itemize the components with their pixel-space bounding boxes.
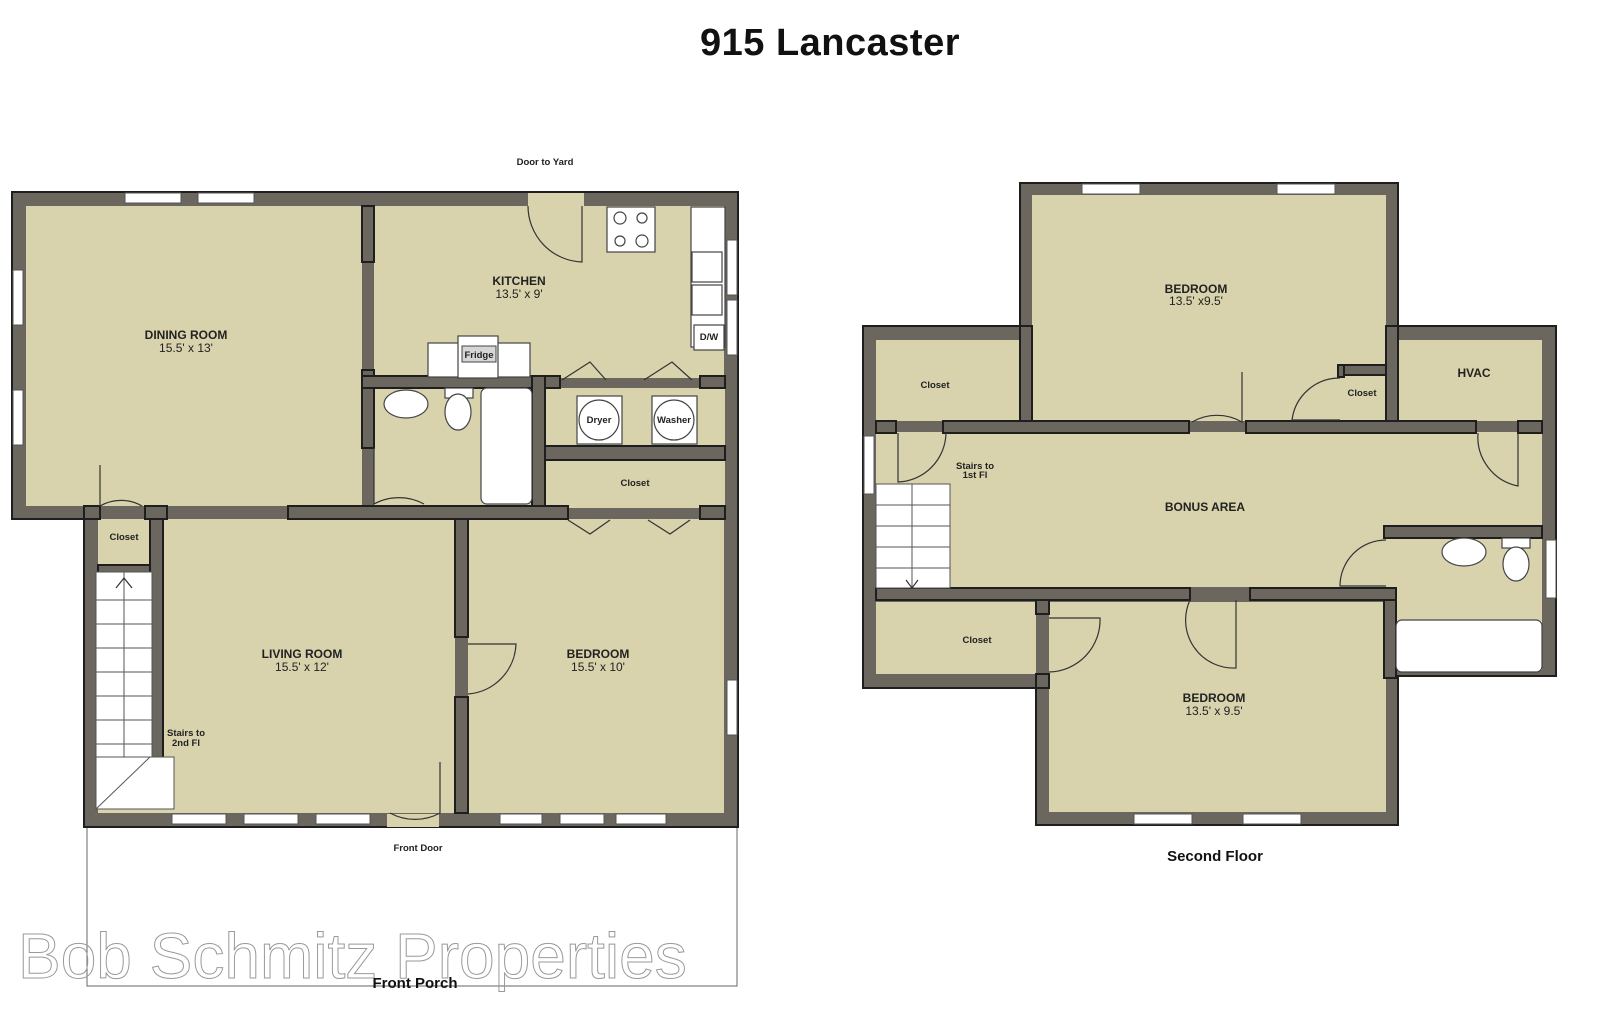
room-label: BEDROOM bbox=[1165, 282, 1228, 296]
floor-label: Second Floor bbox=[1167, 848, 1263, 865]
front-porch bbox=[86, 825, 738, 987]
washer-label: Washer bbox=[657, 415, 691, 426]
dryer-icon bbox=[578, 399, 620, 441]
stairs-label: 1st Fl bbox=[963, 470, 988, 481]
room-label: DINING ROOM bbox=[145, 328, 228, 342]
second-floor-plan: BEDROOM 13.5' x9.5' BONUS AREA BEDROOM 1… bbox=[862, 182, 1557, 865]
page-title: 915 Lancaster bbox=[700, 22, 960, 64]
front-porch-label: Front Porch bbox=[373, 975, 458, 992]
stairs-icon bbox=[875, 483, 951, 589]
room-label: BONUS AREA bbox=[1165, 500, 1246, 514]
bathtub-icon bbox=[480, 387, 533, 505]
washer-icon bbox=[653, 399, 695, 441]
stairs-icon bbox=[95, 571, 175, 810]
closet-label: Closet bbox=[109, 532, 139, 543]
room-label: BEDROOM bbox=[1183, 691, 1246, 705]
room-label: BEDROOM bbox=[567, 647, 630, 661]
room-size: 15.5' x 12' bbox=[275, 660, 329, 674]
door-to-yard-label: Door to Yard bbox=[517, 157, 574, 168]
toilet-icon bbox=[444, 393, 472, 431]
fridge-label: Fridge bbox=[464, 350, 493, 361]
room-label: KITCHEN bbox=[492, 274, 545, 288]
room-label: LIVING ROOM bbox=[262, 647, 343, 661]
room-size: 13.5' x 9' bbox=[495, 287, 542, 301]
closet-label: Closet bbox=[1347, 388, 1377, 399]
bath-sink-icon bbox=[383, 389, 429, 419]
room-size: 13.5' x 9.5' bbox=[1185, 704, 1242, 718]
front-door-label: Front Door bbox=[393, 843, 442, 854]
room-label: HVAC bbox=[1457, 366, 1490, 380]
sink-icon bbox=[691, 251, 723, 283]
room-size: 15.5' x 10' bbox=[571, 660, 625, 674]
stairs-label: Stairs to bbox=[167, 728, 205, 739]
bath-sink-icon bbox=[1441, 537, 1487, 567]
room-size: 15.5' x 13' bbox=[159, 341, 213, 355]
bathtub-icon bbox=[1395, 619, 1543, 673]
first-floor-plan: Door to Yard DINING ROOM 15.5' x 13' KIT… bbox=[11, 157, 739, 987]
stove-icon bbox=[606, 206, 656, 253]
dryer-label: Dryer bbox=[587, 415, 612, 426]
closet-label: Closet bbox=[962, 635, 992, 646]
watermark: Bob Schmitz Properties bbox=[18, 920, 687, 992]
stairs-label: 2nd Fl bbox=[172, 738, 200, 749]
room-size: 13.5' x9.5' bbox=[1169, 294, 1223, 308]
closet-label: Closet bbox=[620, 478, 650, 489]
closet-label: Closet bbox=[920, 380, 950, 391]
dishwasher-label: D/W bbox=[700, 332, 719, 343]
stairs-label: Stairs to bbox=[956, 461, 994, 472]
toilet-icon bbox=[1502, 546, 1530, 582]
